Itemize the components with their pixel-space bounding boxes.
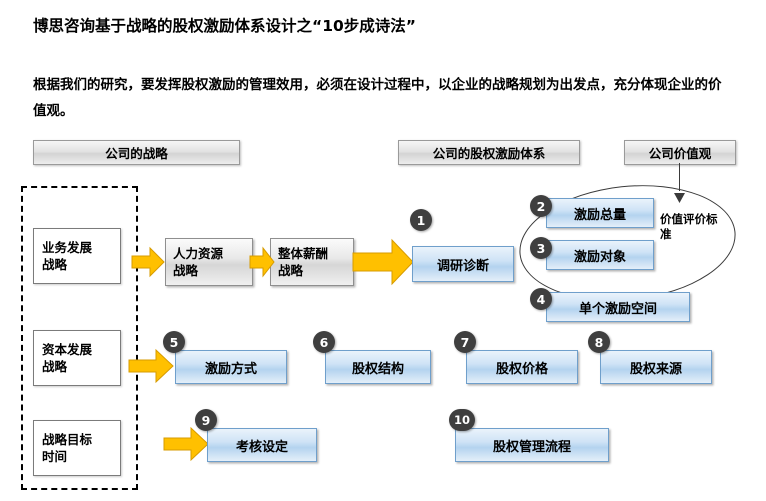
box-total-compensation-strategy-label: 整体薪酬 战略 xyxy=(278,246,329,278)
step-badge-10-text: 10 xyxy=(453,413,470,427)
step-badge-9-text: 9 xyxy=(201,412,211,428)
connector-values-to-ellipse xyxy=(679,163,680,191)
step-badge-7-text: 7 xyxy=(460,334,470,350)
step-badge-4: 4 xyxy=(530,288,552,310)
step-box-3[interactable]: 激励对象 xyxy=(546,240,654,270)
step-badge-1: 1 xyxy=(410,209,432,231)
step-badge-8-text: 8 xyxy=(594,334,604,350)
step-badge-1-text: 1 xyxy=(416,212,426,228)
step-badge-3: 3 xyxy=(530,237,552,259)
step-box-5-label: 激励方式 xyxy=(204,361,257,377)
step-badge-8: 8 xyxy=(588,331,610,353)
left-label-business-strategy-text: 业务发展 战略 xyxy=(42,240,93,272)
header-tab-strategy-label: 公司的战略 xyxy=(105,146,168,161)
step-badge-6: 6 xyxy=(313,331,335,353)
step-box-2-label: 激励总量 xyxy=(573,207,626,223)
value-evaluation-label: 价值评价标准 xyxy=(660,212,718,241)
step-badge-4-text: 4 xyxy=(536,291,546,307)
left-label-strategy-goal-time: 战略目标 时间 xyxy=(33,420,121,476)
step-box-6[interactable]: 股权结构 xyxy=(325,350,431,384)
step-badge-3-text: 3 xyxy=(536,240,546,256)
step-box-10[interactable]: 股权管理流程 xyxy=(455,428,609,462)
box-hr-strategy: 人力资源 战略 xyxy=(165,238,253,286)
step-box-8[interactable]: 股权来源 xyxy=(600,350,712,384)
arrow-down-icon xyxy=(674,188,685,207)
step-badge-9: 9 xyxy=(195,409,217,431)
arrow-right-4-icon xyxy=(128,348,174,384)
step-box-1[interactable]: 调研诊断 xyxy=(412,246,514,282)
box-hr-strategy-label: 人力资源 战略 xyxy=(173,246,224,278)
header-tab-values[interactable]: 公司价值观 xyxy=(624,140,736,165)
step-box-8-label: 股权来源 xyxy=(629,361,682,377)
box-total-compensation-strategy: 整体薪酬 战略 xyxy=(270,238,354,286)
step-box-4[interactable]: 单个激励空间 xyxy=(546,292,690,322)
left-label-capital-strategy-text: 资本发展 战略 xyxy=(42,342,93,374)
page-title: 博思咨询基于战略的股权激励体系设计之“10步成诗法” xyxy=(33,17,416,35)
step-box-1-label: 调研诊断 xyxy=(436,258,489,274)
arrow-right-2-icon xyxy=(249,245,275,279)
step-box-9-label: 考核设定 xyxy=(235,439,288,455)
step-badge-2: 2 xyxy=(530,195,552,217)
left-label-strategy-goal-time-text: 战略目标 时间 xyxy=(42,432,93,464)
header-tab-values-label: 公司价值观 xyxy=(648,146,712,161)
step-box-6-label: 股权结构 xyxy=(351,361,404,377)
step-box-7[interactable]: 股权价格 xyxy=(466,350,578,384)
arrow-right-1-icon xyxy=(131,245,165,279)
arrow-right-5-icon xyxy=(163,426,209,462)
step-box-10-label: 股权管理流程 xyxy=(492,439,571,455)
arrow-right-3-icon xyxy=(352,238,414,286)
step-badge-6-text: 6 xyxy=(319,334,329,350)
page-subtitle: 根据我们的研究，要发挥股权激励的管理效用，必须在设计过程中，以企业的战略规划为出… xyxy=(33,77,722,119)
step-box-5[interactable]: 激励方式 xyxy=(175,350,287,384)
left-label-capital-strategy: 资本发展 战略 xyxy=(33,330,121,386)
header-tab-equity-label: 公司的股权激励体系 xyxy=(432,146,546,161)
step-box-4-label: 单个激励空间 xyxy=(578,301,657,317)
step-box-2[interactable]: 激励总量 xyxy=(546,198,654,228)
strategy-group-dashed-border xyxy=(21,186,138,490)
step-badge-7: 7 xyxy=(454,331,476,353)
step-box-3-label: 激励对象 xyxy=(573,249,626,265)
step-badge-2-text: 2 xyxy=(536,198,546,214)
step-badge-10: 10 xyxy=(449,409,475,431)
step-badge-5: 5 xyxy=(163,331,185,353)
step-box-7-label: 股权价格 xyxy=(495,361,548,377)
header-tab-equity[interactable]: 公司的股权激励体系 xyxy=(398,140,580,165)
header-tab-strategy[interactable]: 公司的战略 xyxy=(33,140,240,165)
step-badge-5-text: 5 xyxy=(169,334,179,350)
left-label-business-strategy: 业务发展 战略 xyxy=(33,228,121,284)
step-box-9[interactable]: 考核设定 xyxy=(207,428,317,462)
